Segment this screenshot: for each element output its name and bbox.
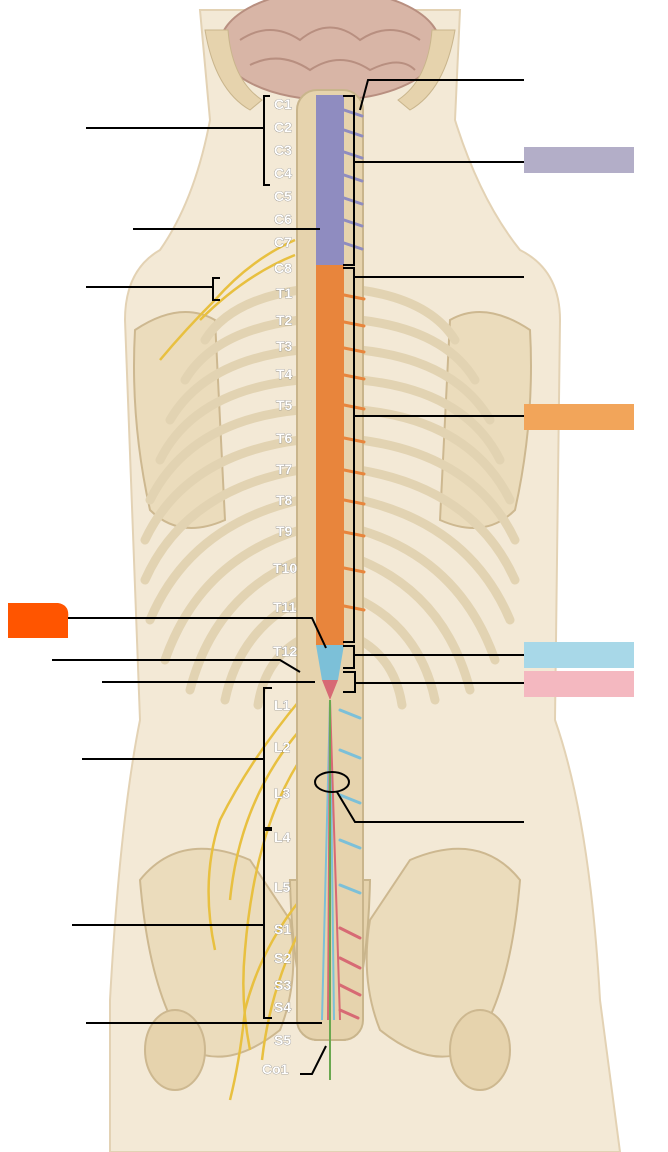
- conus: [322, 680, 338, 700]
- cervical-cord: [316, 95, 344, 265]
- label-c8: C8: [274, 260, 292, 276]
- leader-coccyx: [300, 1045, 327, 1075]
- thoracic-color-box[interactable]: [524, 404, 634, 430]
- label-t9: T9: [276, 523, 293, 539]
- label-t10: T10: [273, 560, 297, 576]
- label-t6: T6: [276, 430, 293, 446]
- label-l4: L4: [274, 829, 291, 845]
- label-s3: S3: [274, 977, 291, 993]
- label-t1: T1: [276, 285, 293, 301]
- bracket-lumbar-right: [343, 645, 355, 669]
- label-co1: Co1: [262, 1061, 289, 1077]
- bracket-thoracic-right: [343, 267, 355, 643]
- label-c4: C4: [274, 165, 292, 181]
- label-t5: T5: [276, 397, 293, 413]
- label-t8: T8: [276, 492, 293, 508]
- label-t3: T3: [276, 338, 293, 354]
- lumbar-cord: [316, 645, 344, 680]
- label-t2: T2: [276, 312, 293, 328]
- leader-cauda-right: [336, 791, 524, 823]
- brain: [219, 0, 441, 101]
- label-l3: L3: [274, 785, 291, 801]
- label-s2: S2: [274, 950, 291, 966]
- label-c5: C5: [274, 188, 292, 204]
- label-t7: T7: [276, 461, 293, 477]
- ribs: [140, 285, 520, 710]
- label-s4: S4: [274, 999, 291, 1015]
- label-t11: T11: [273, 599, 297, 615]
- cauda-equina-ring: [314, 771, 350, 793]
- label-c7: C7: [274, 234, 292, 250]
- sacral-color-box[interactable]: [524, 671, 634, 697]
- bracket-cervical-right: [343, 95, 355, 266]
- color-key-boxes: [8, 147, 634, 697]
- body-illustration: [109, 0, 622, 1152]
- leader-conus-left: [52, 659, 301, 673]
- label-l1: L1: [274, 697, 291, 713]
- leader-lines: [52, 79, 524, 1075]
- label-t4: T4: [276, 366, 293, 382]
- leader-highlight-left: [68, 617, 327, 649]
- label-c1: C1: [274, 96, 292, 112]
- bracket-brachial-plexus: [212, 277, 220, 301]
- leader-top-right: [359, 79, 524, 111]
- cauda-equina: [321, 699, 341, 1080]
- highlight-flag[interactable]: [8, 603, 69, 638]
- thoracic-cord: [316, 265, 344, 645]
- label-c2: C2: [274, 119, 292, 135]
- cervical-color-box[interactable]: [524, 147, 634, 173]
- lumbar-color-box[interactable]: [524, 642, 634, 668]
- peripheral-nerves: [159, 238, 302, 1101]
- label-c6: C6: [274, 211, 292, 227]
- label-s5: S5: [274, 1032, 291, 1048]
- label-l5: L5: [274, 879, 291, 895]
- label-s1: S1: [274, 921, 291, 937]
- vertebra-labels: C1 C2 C3 C4 C5 C6 C7 C8 T1 T2 T3 T4 T5 T…: [262, 96, 298, 1078]
- bracket-cervical-left: [263, 95, 270, 186]
- label-t12: T12: [273, 643, 297, 659]
- label-c3: C3: [274, 142, 292, 158]
- label-l2: L2: [274, 739, 291, 755]
